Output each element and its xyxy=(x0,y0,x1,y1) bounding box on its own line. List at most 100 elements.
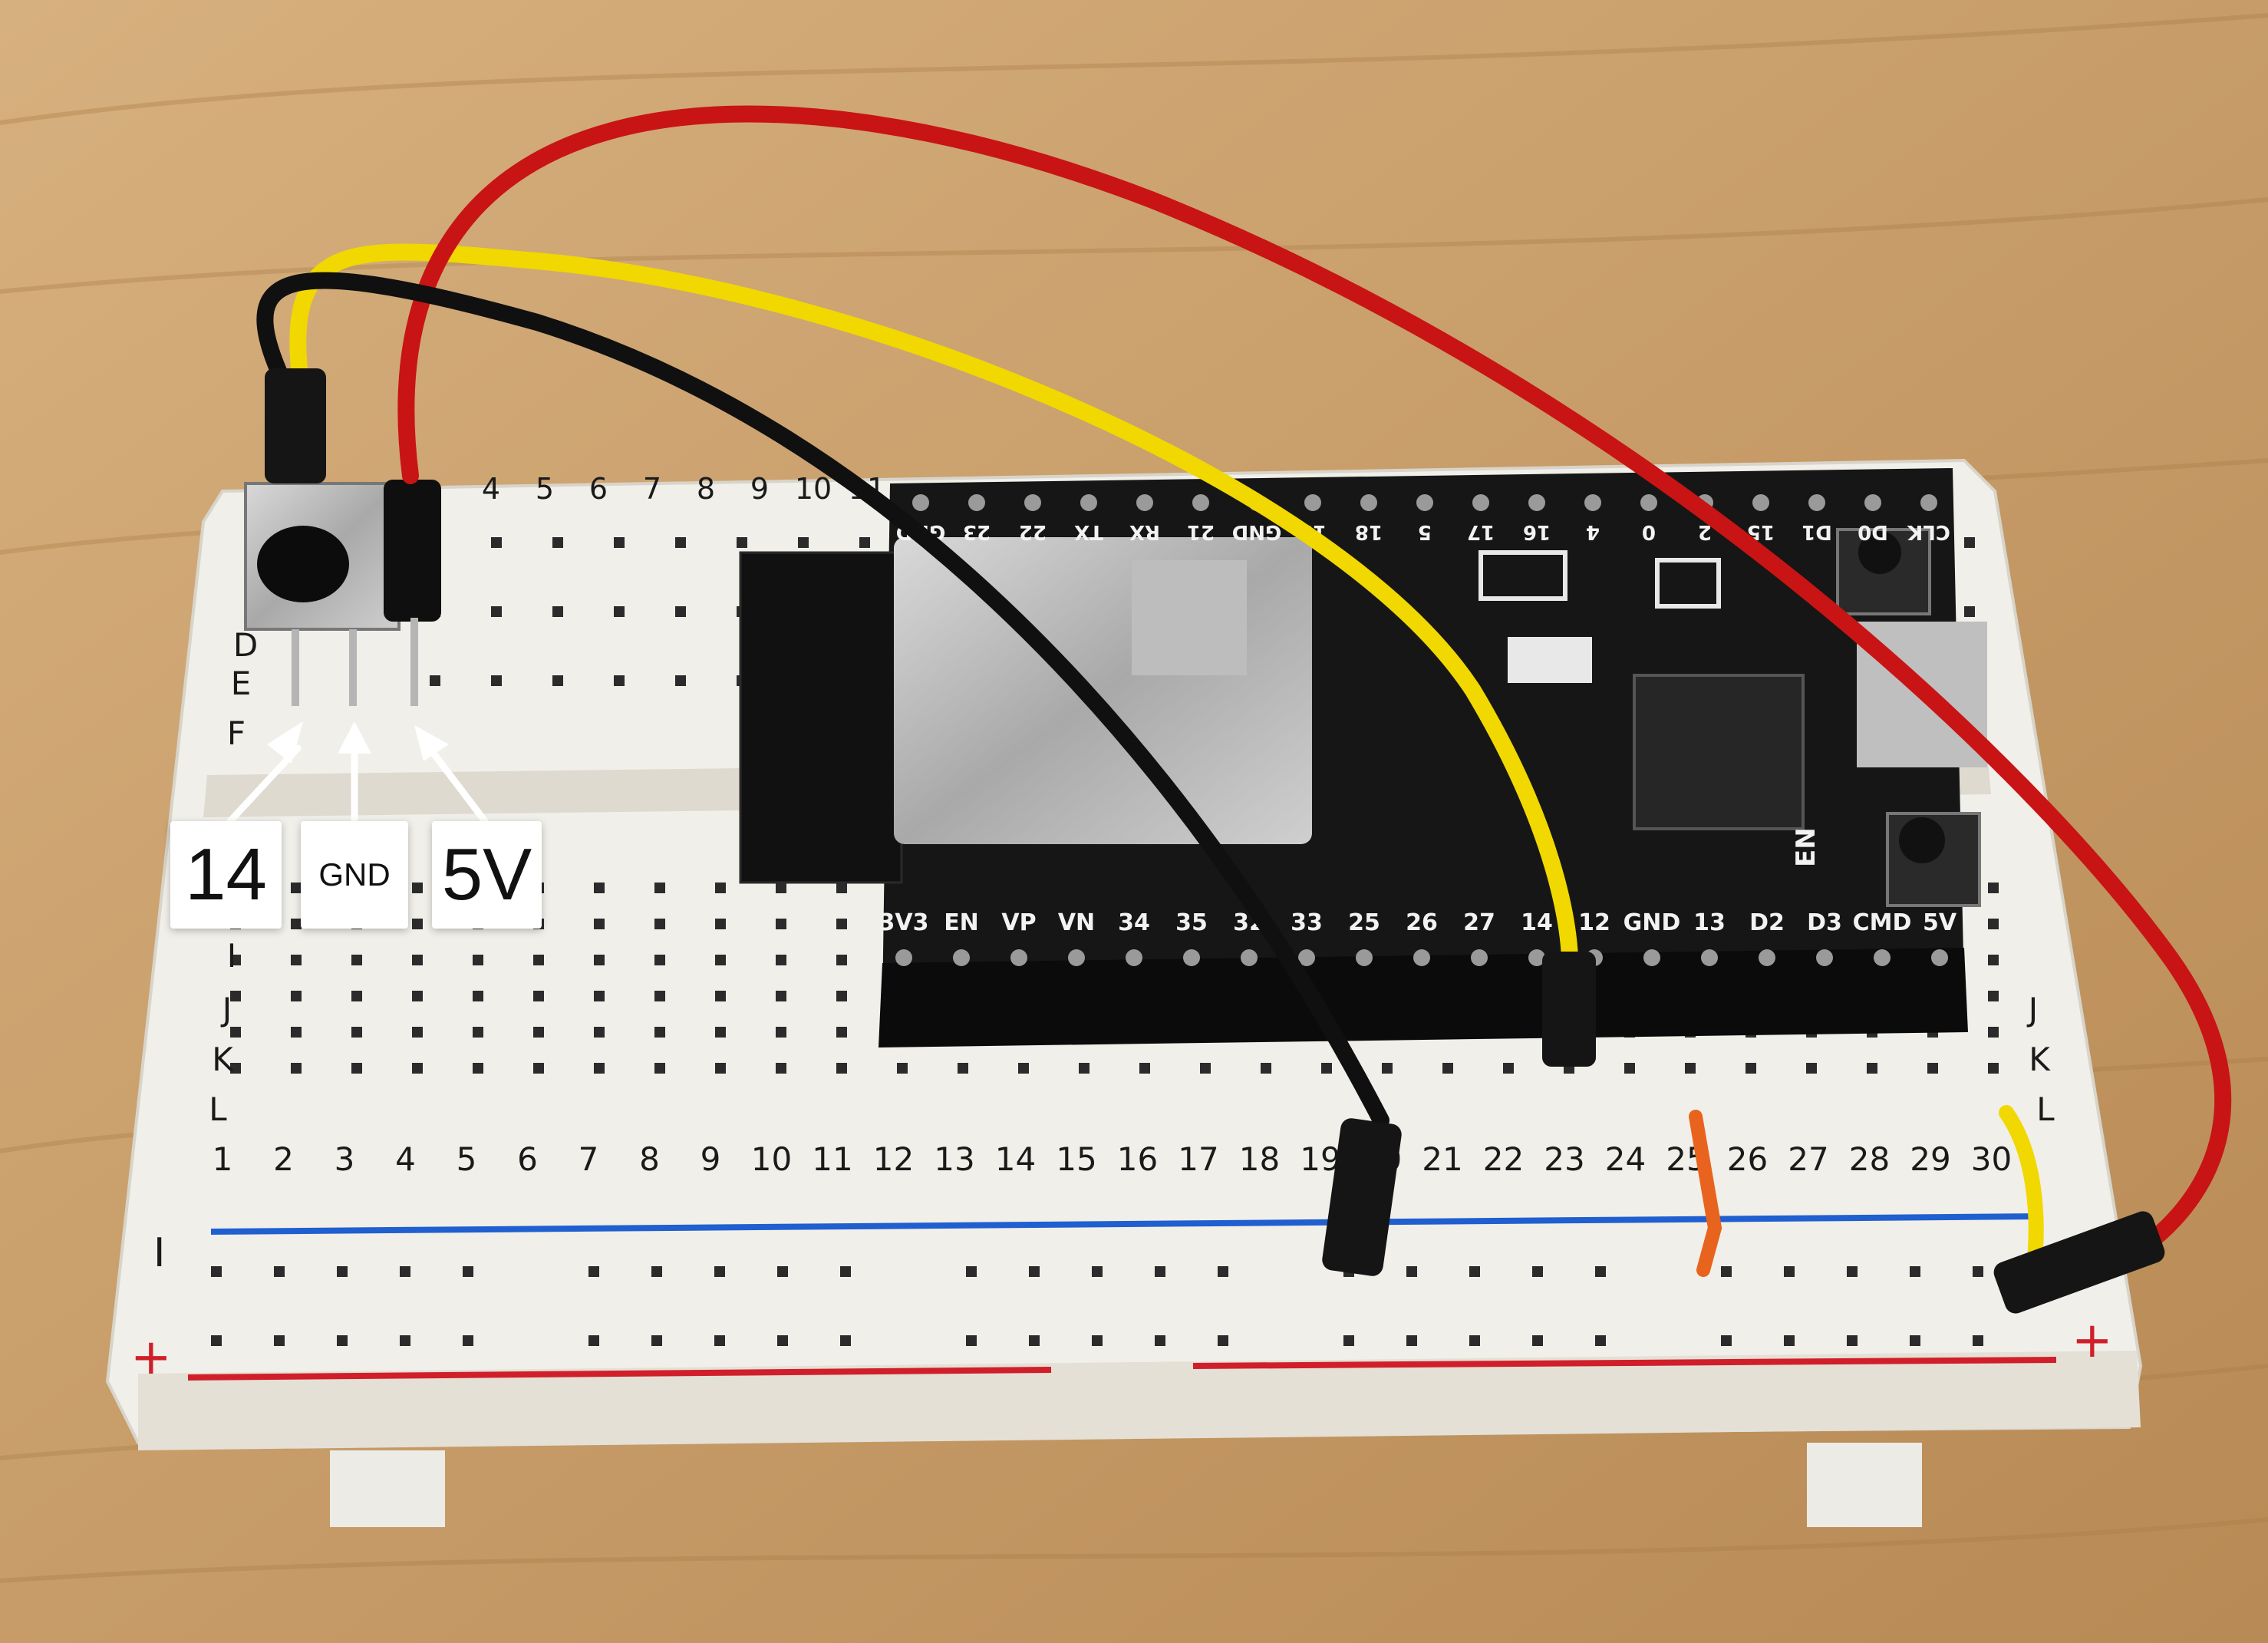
row-letter: J xyxy=(220,991,232,1028)
row-letter: D xyxy=(233,626,258,664)
pin-head xyxy=(1528,949,1545,966)
column-label: 28 xyxy=(1849,1140,1890,1178)
pin-head xyxy=(1192,494,1209,511)
pin-head xyxy=(1752,494,1769,511)
pin-head xyxy=(968,494,985,511)
breadboard-foot-left xyxy=(330,1450,445,1527)
pin-head xyxy=(1864,494,1881,511)
column-label: 26 xyxy=(1727,1140,1768,1178)
jumper-wires xyxy=(256,105,2232,1282)
pin-head xyxy=(1808,494,1825,511)
esp32-top-pin-label: D1 xyxy=(1802,520,1832,543)
column-label: 12 xyxy=(873,1140,914,1178)
column-label: 21 xyxy=(1422,1140,1462,1178)
column-label: 29 xyxy=(1910,1140,1950,1178)
callout-arrows xyxy=(226,721,489,825)
column-label: 24 xyxy=(1605,1140,1646,1178)
pin-head xyxy=(1241,949,1258,966)
column-label: 2 xyxy=(273,1140,294,1178)
row-letter-right: J xyxy=(2026,991,2038,1028)
wire-black xyxy=(256,272,1389,1129)
rail-line-red-right xyxy=(1192,1357,2057,1369)
pin-head xyxy=(1356,949,1373,966)
esp32-top-pin-label: 2 xyxy=(1698,520,1712,543)
pin-head xyxy=(953,949,970,966)
column-label: 30 xyxy=(1971,1140,2012,1178)
pin-head xyxy=(1920,494,1937,511)
pin-head xyxy=(1584,494,1601,511)
column-label-top: 9 xyxy=(750,472,769,506)
column-label: 7 xyxy=(579,1140,599,1178)
wire-connectors xyxy=(265,368,2165,1314)
row-letter: I xyxy=(227,937,236,975)
row-letter: E xyxy=(231,665,252,702)
column-label: 8 xyxy=(639,1140,660,1178)
column-label-top: 10 xyxy=(795,472,832,506)
column-label: 4 xyxy=(395,1140,416,1178)
pin-head xyxy=(1126,949,1142,966)
pin-head xyxy=(1024,494,1041,511)
column-label: 22 xyxy=(1483,1140,1524,1178)
column-label: 19 xyxy=(1300,1140,1340,1178)
column-label: 10 xyxy=(751,1140,792,1178)
column-label-top: 5 xyxy=(536,472,554,506)
column-label: 5 xyxy=(457,1140,477,1178)
breadboard-foot-right xyxy=(1807,1443,1922,1527)
pin-head xyxy=(1759,949,1775,966)
pin-head xyxy=(1298,949,1315,966)
rail-line-blue xyxy=(210,1213,2042,1235)
esp32-bottom-pin-label: D2 xyxy=(1749,909,1785,936)
arrow-14 xyxy=(226,744,302,825)
pin-head xyxy=(1080,494,1097,511)
column-label: 14 xyxy=(995,1140,1036,1178)
column-label: 6 xyxy=(517,1140,538,1178)
pin-head xyxy=(1640,494,1657,511)
esp32-top-pin-label: 4 xyxy=(1586,520,1600,543)
rail-plus-label-right: + xyxy=(2072,1312,2113,1369)
column-label: 1 xyxy=(213,1140,233,1178)
esp32-bottom-pin-label: 26 xyxy=(1406,909,1438,936)
column-label: 18 xyxy=(1239,1140,1280,1178)
esp32-top-pin-label: CLK xyxy=(1907,520,1950,543)
esp32-bottom-pin-label: GND xyxy=(1624,909,1681,936)
esp32-bottom-pin-label: 14 xyxy=(1521,909,1553,936)
pin-head xyxy=(1416,494,1433,511)
row-letter-right: L xyxy=(2036,1090,2055,1128)
module-shield xyxy=(894,537,1312,844)
callout-pin-14: 14 xyxy=(170,821,282,929)
esp32-bottom-pin-label: 12 xyxy=(1578,909,1610,936)
column-label-top: 4 xyxy=(482,472,500,506)
esp32-bottom-pin-label: VN xyxy=(1058,909,1095,936)
column-label: 3 xyxy=(335,1140,355,1178)
column-label-top: 6 xyxy=(589,472,608,506)
pin-head xyxy=(1528,494,1545,511)
pin-head xyxy=(1136,494,1153,511)
column-label: 15 xyxy=(1056,1140,1096,1178)
row-letter: L xyxy=(209,1090,227,1128)
pin-head xyxy=(895,949,912,966)
esp32-bottom-pin-label: EN xyxy=(944,909,979,936)
column-label-top: 7 xyxy=(643,472,661,506)
esp32-top-pin-label: 21 xyxy=(1187,520,1215,543)
rail-line-red-left xyxy=(187,1367,1052,1381)
column-label: 11 xyxy=(812,1140,852,1178)
esp32-bottom-pin-label: 33 xyxy=(1291,909,1323,936)
callout-pin-5v: 5V xyxy=(432,821,542,929)
rail-plus-label-left: + xyxy=(130,1329,172,1386)
wire-yellow xyxy=(289,243,1578,983)
column-label: 9 xyxy=(701,1140,721,1178)
wire-orange xyxy=(1689,1110,1722,1277)
esp32-bottom-pin-label: VP xyxy=(1001,909,1036,936)
pin-head xyxy=(1068,949,1085,966)
row-letter-right: K xyxy=(2029,1041,2051,1078)
esp32-bottom-pin-label: 13 xyxy=(1693,909,1726,936)
pin-head xyxy=(1471,949,1488,966)
esp32-bottom-pin-label: 34 xyxy=(1118,909,1150,936)
esp32-top-pin-label: 18 xyxy=(1355,520,1383,543)
esp32-top-pin-label: GND xyxy=(1232,520,1282,543)
esp32-top-pin-label: 23 xyxy=(963,520,991,543)
esp32-bottom-pin-label: CMD xyxy=(1853,909,1912,936)
esp32-bottom-pin-label: D3 xyxy=(1807,909,1842,936)
